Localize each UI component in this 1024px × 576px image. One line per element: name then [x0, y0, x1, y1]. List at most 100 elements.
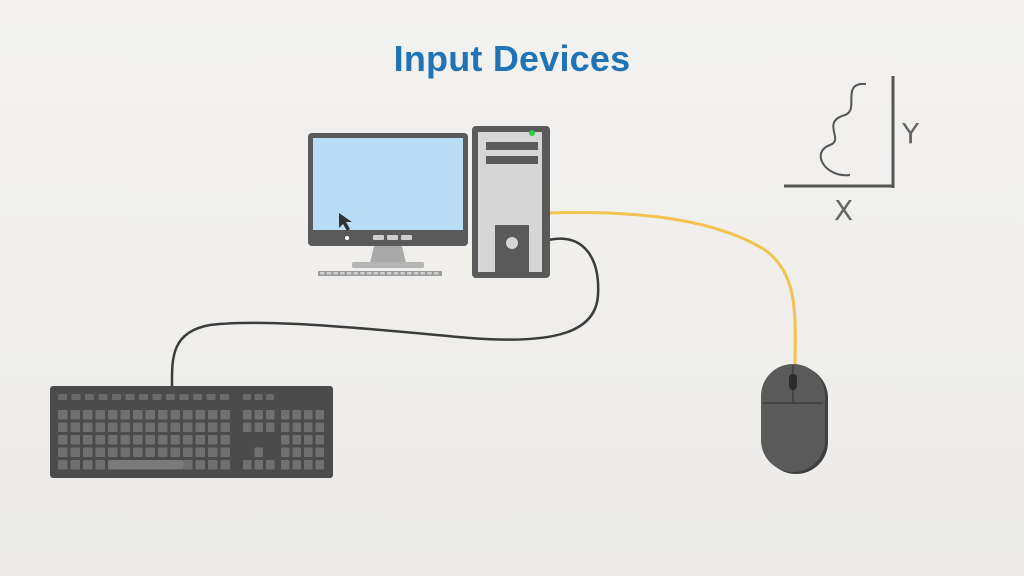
- keyboard-key: [145, 435, 155, 445]
- keyboard-key: [58, 410, 68, 420]
- keyboard-key: [183, 447, 193, 457]
- mini-keyboard-key: [320, 272, 325, 275]
- keyboard-key: [83, 422, 93, 432]
- cursor-arrow-icon: [339, 213, 352, 231]
- keyboard-key: [70, 460, 80, 470]
- keyboard-key: [125, 394, 135, 400]
- keyboard-key: [70, 410, 80, 420]
- keyboard-key: [58, 422, 68, 432]
- keyboard-key: [195, 410, 205, 420]
- monitor-screen: [313, 138, 463, 230]
- page-title: Input Devices: [393, 38, 631, 79]
- mini-keyboard-key: [427, 272, 432, 275]
- mini-keyboard-key: [353, 272, 358, 275]
- mini-keyboard-key: [400, 272, 405, 275]
- keyboard-key: [304, 460, 313, 470]
- keyboard-key: [98, 394, 108, 400]
- keyboard-key: [315, 410, 324, 420]
- mini-keyboard-key: [373, 272, 379, 275]
- keyboard-key: [139, 394, 148, 400]
- keyboard-key: [108, 447, 118, 457]
- keyboard-key: [208, 447, 218, 457]
- keyboard-key: [108, 460, 183, 470]
- keyboard-key: [133, 435, 143, 445]
- keyboard-key: [304, 435, 313, 445]
- keyboard-key: [133, 422, 143, 432]
- keyboard-key: [195, 422, 205, 432]
- keyboard-key: [254, 422, 263, 432]
- keyboard-key: [83, 447, 93, 457]
- keyboard-key: [58, 394, 67, 400]
- mini-keyboard-key: [433, 272, 439, 275]
- keyboard-key: [304, 410, 313, 420]
- keyboard-key: [266, 460, 275, 470]
- mini-keyboard-key: [420, 272, 425, 275]
- keyboard-key: [158, 435, 168, 445]
- keyboard-key: [70, 447, 80, 457]
- keyboard-key: [292, 422, 301, 432]
- mini-keyboard-key: [326, 272, 332, 275]
- keyboard-key: [292, 435, 301, 445]
- keyboard-key: [220, 410, 230, 420]
- computer-tower: [472, 126, 550, 278]
- keyboard-key: [145, 422, 155, 432]
- keyboard-key: [83, 460, 93, 470]
- keyboard-key: [179, 394, 189, 400]
- keyboard-key: [292, 447, 301, 457]
- keyboard-key: [95, 410, 105, 420]
- keyboard-key: [158, 422, 168, 432]
- keyboard-key: [170, 447, 180, 457]
- keyboard-key: [183, 410, 193, 420]
- keyboard-key: [243, 422, 252, 432]
- keyboard-key: [145, 447, 155, 457]
- keyboard-key: [95, 422, 105, 432]
- keyboard-key: [243, 460, 252, 470]
- keyboard-key: [158, 447, 168, 457]
- keyboard-key: [281, 410, 290, 420]
- keyboard-key: [304, 447, 313, 457]
- keyboard-key: [145, 410, 155, 420]
- keyboard-key: [243, 394, 251, 400]
- keyboard-key: [170, 422, 180, 432]
- keyboard-key: [108, 435, 118, 445]
- mouse-cable: [547, 211, 797, 369]
- keyboard-key: [95, 447, 105, 457]
- keyboard-key: [206, 394, 216, 400]
- keyboard-key: [58, 460, 68, 470]
- mini-keyboard-key: [366, 272, 372, 275]
- keyboard-key: [304, 422, 313, 432]
- keyboard-key: [71, 394, 81, 400]
- mini-keyboard-key: [346, 272, 352, 275]
- xy-motion-graph: Y X: [784, 76, 920, 227]
- mini-keyboard-key: [407, 272, 412, 275]
- monitor: [308, 133, 468, 276]
- mini-keyboard-key: [333, 272, 338, 275]
- keyboard-key: [266, 410, 275, 420]
- keyboard-key: [133, 410, 143, 420]
- keyboard-key: [254, 394, 263, 400]
- keyboard-key: [133, 447, 143, 457]
- keyboard-key: [58, 435, 68, 445]
- keyboard-key: [208, 435, 218, 445]
- keyboard-key: [220, 460, 230, 470]
- motion-path: [819, 82, 867, 177]
- mini-keyboard-key: [380, 272, 385, 275]
- keyboard-key: [243, 410, 252, 420]
- keyboard-key: [120, 422, 130, 432]
- keyboard-key: [195, 447, 205, 457]
- keyboard-key: [152, 394, 162, 400]
- keyboard-key: [120, 435, 130, 445]
- x-axis-label: X: [834, 194, 853, 227]
- keyboard-key: [183, 422, 193, 432]
- y-axis-label: Y: [901, 117, 920, 150]
- keyboard-key: [292, 460, 301, 470]
- keyboard-key: [158, 410, 168, 420]
- keyboard-key: [166, 394, 175, 400]
- keyboard-key: [315, 460, 324, 470]
- keyboard-key: [266, 422, 275, 432]
- keyboard-key: [83, 410, 93, 420]
- keyboard-key: [58, 447, 68, 457]
- keyboard-key: [220, 435, 230, 445]
- keyboard-key: [195, 460, 205, 470]
